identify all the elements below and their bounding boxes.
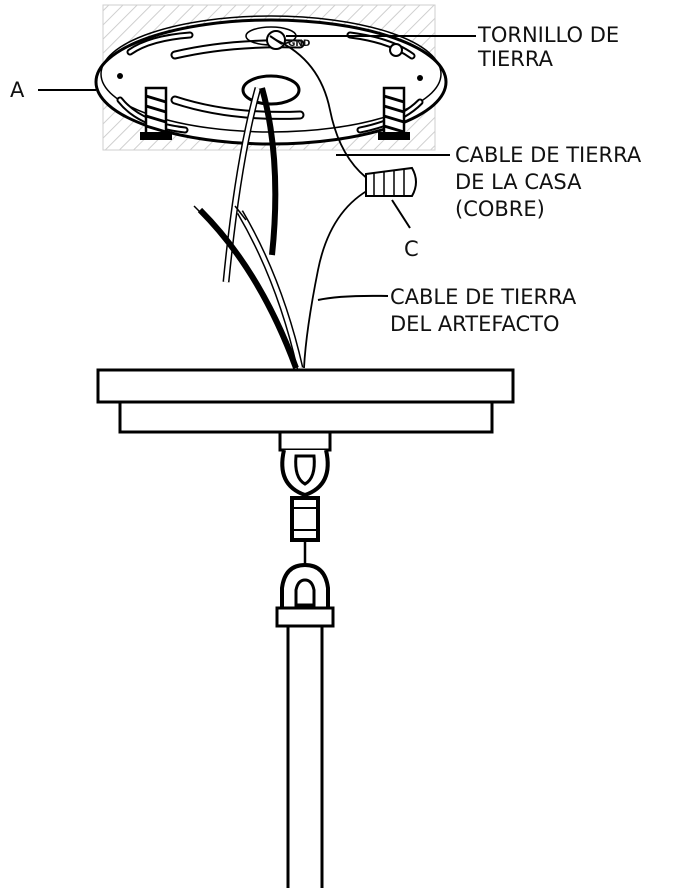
label-c: C — [404, 237, 419, 261]
label-a: A — [10, 78, 25, 102]
supply-wires — [193, 87, 304, 370]
mounting-screw-left — [140, 86, 172, 140]
canopy — [96, 368, 515, 434]
mounting-screw-right — [378, 86, 410, 140]
house-ground-wire — [275, 39, 373, 183]
label-fixture-ground-line2: DEL ARTEFACTO — [390, 312, 560, 336]
fixture-ground-wire — [303, 187, 373, 369]
gnd-stamp: GND — [288, 39, 310, 49]
leader-fixture-ground — [317, 294, 389, 301]
chain-assembly — [275, 430, 335, 888]
label-house-ground-line2: DE LA CASA — [455, 170, 582, 194]
label-ground-screw-line2: TIERRA — [477, 47, 554, 71]
label-house-ground-line1: CABLE DE TIERRA — [455, 143, 642, 167]
label-ground-screw-line1: TORNILLO DE — [477, 23, 619, 47]
leader-c — [391, 199, 411, 229]
label-house-ground-line3: (COBRE) — [455, 197, 545, 221]
wire-nut-icon — [365, 166, 417, 197]
label-fixture-ground-line1: CABLE DE TIERRA — [390, 285, 577, 309]
